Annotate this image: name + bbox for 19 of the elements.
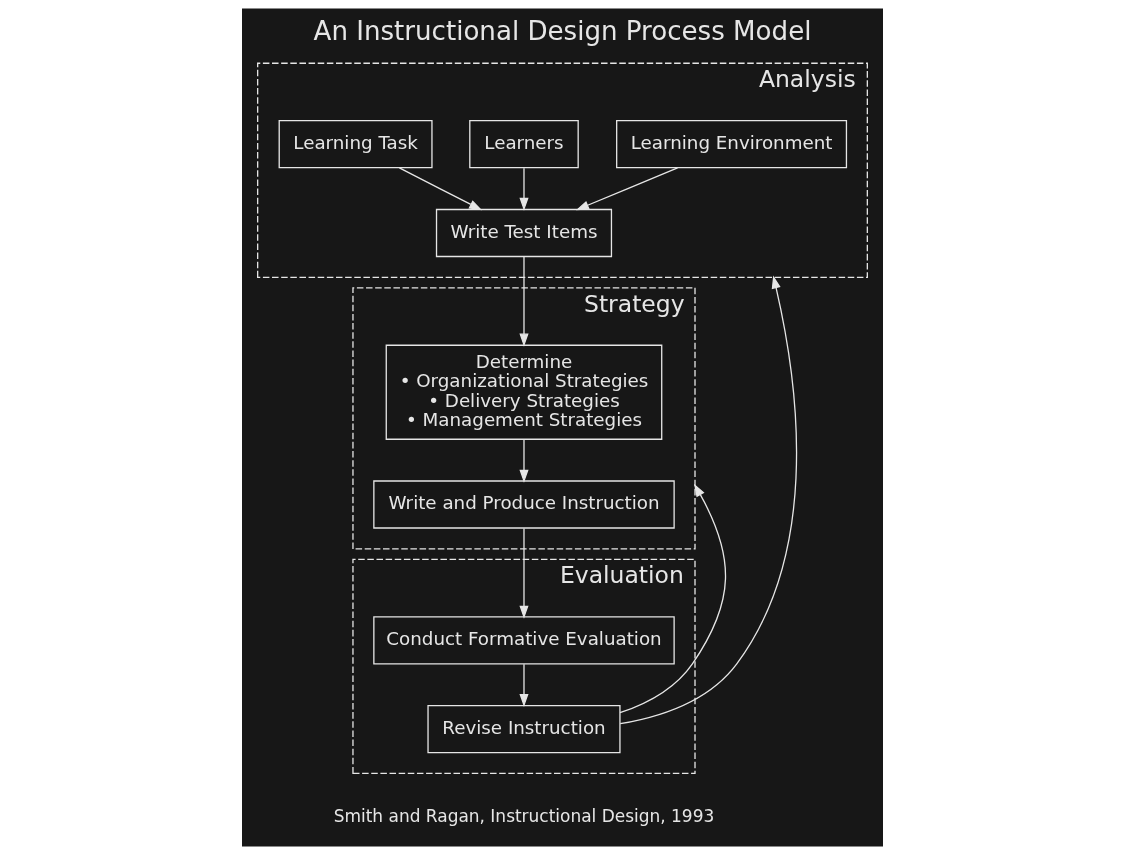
node-box: Learning Task	[278, 120, 433, 169]
arrow	[618, 483, 726, 714]
node-box: Write Test Items	[435, 208, 612, 258]
arrow	[398, 167, 482, 211]
arrow	[518, 438, 529, 483]
node-box: Learning Environment	[615, 120, 847, 169]
node-box: Revise Instruction	[426, 704, 621, 754]
arrow	[518, 527, 529, 619]
arrow	[518, 167, 529, 211]
node-box: Determine • Organizational Strategies • Delivery Strategies • Management Strategies	[385, 344, 662, 440]
arrow	[518, 256, 529, 347]
arrow	[575, 167, 678, 211]
arrow	[518, 663, 529, 707]
node-box: Conduct Formative Evaluation	[372, 616, 675, 665]
caption: Smith and Ragan, Instructional Design, 1993	[333, 806, 714, 827]
arrow	[619, 275, 797, 725]
node-box: Write and Produce Instruction	[372, 480, 675, 529]
node-box: Learners	[468, 120, 579, 169]
diagram-title: An Instructional Design Process Model	[313, 15, 811, 46]
